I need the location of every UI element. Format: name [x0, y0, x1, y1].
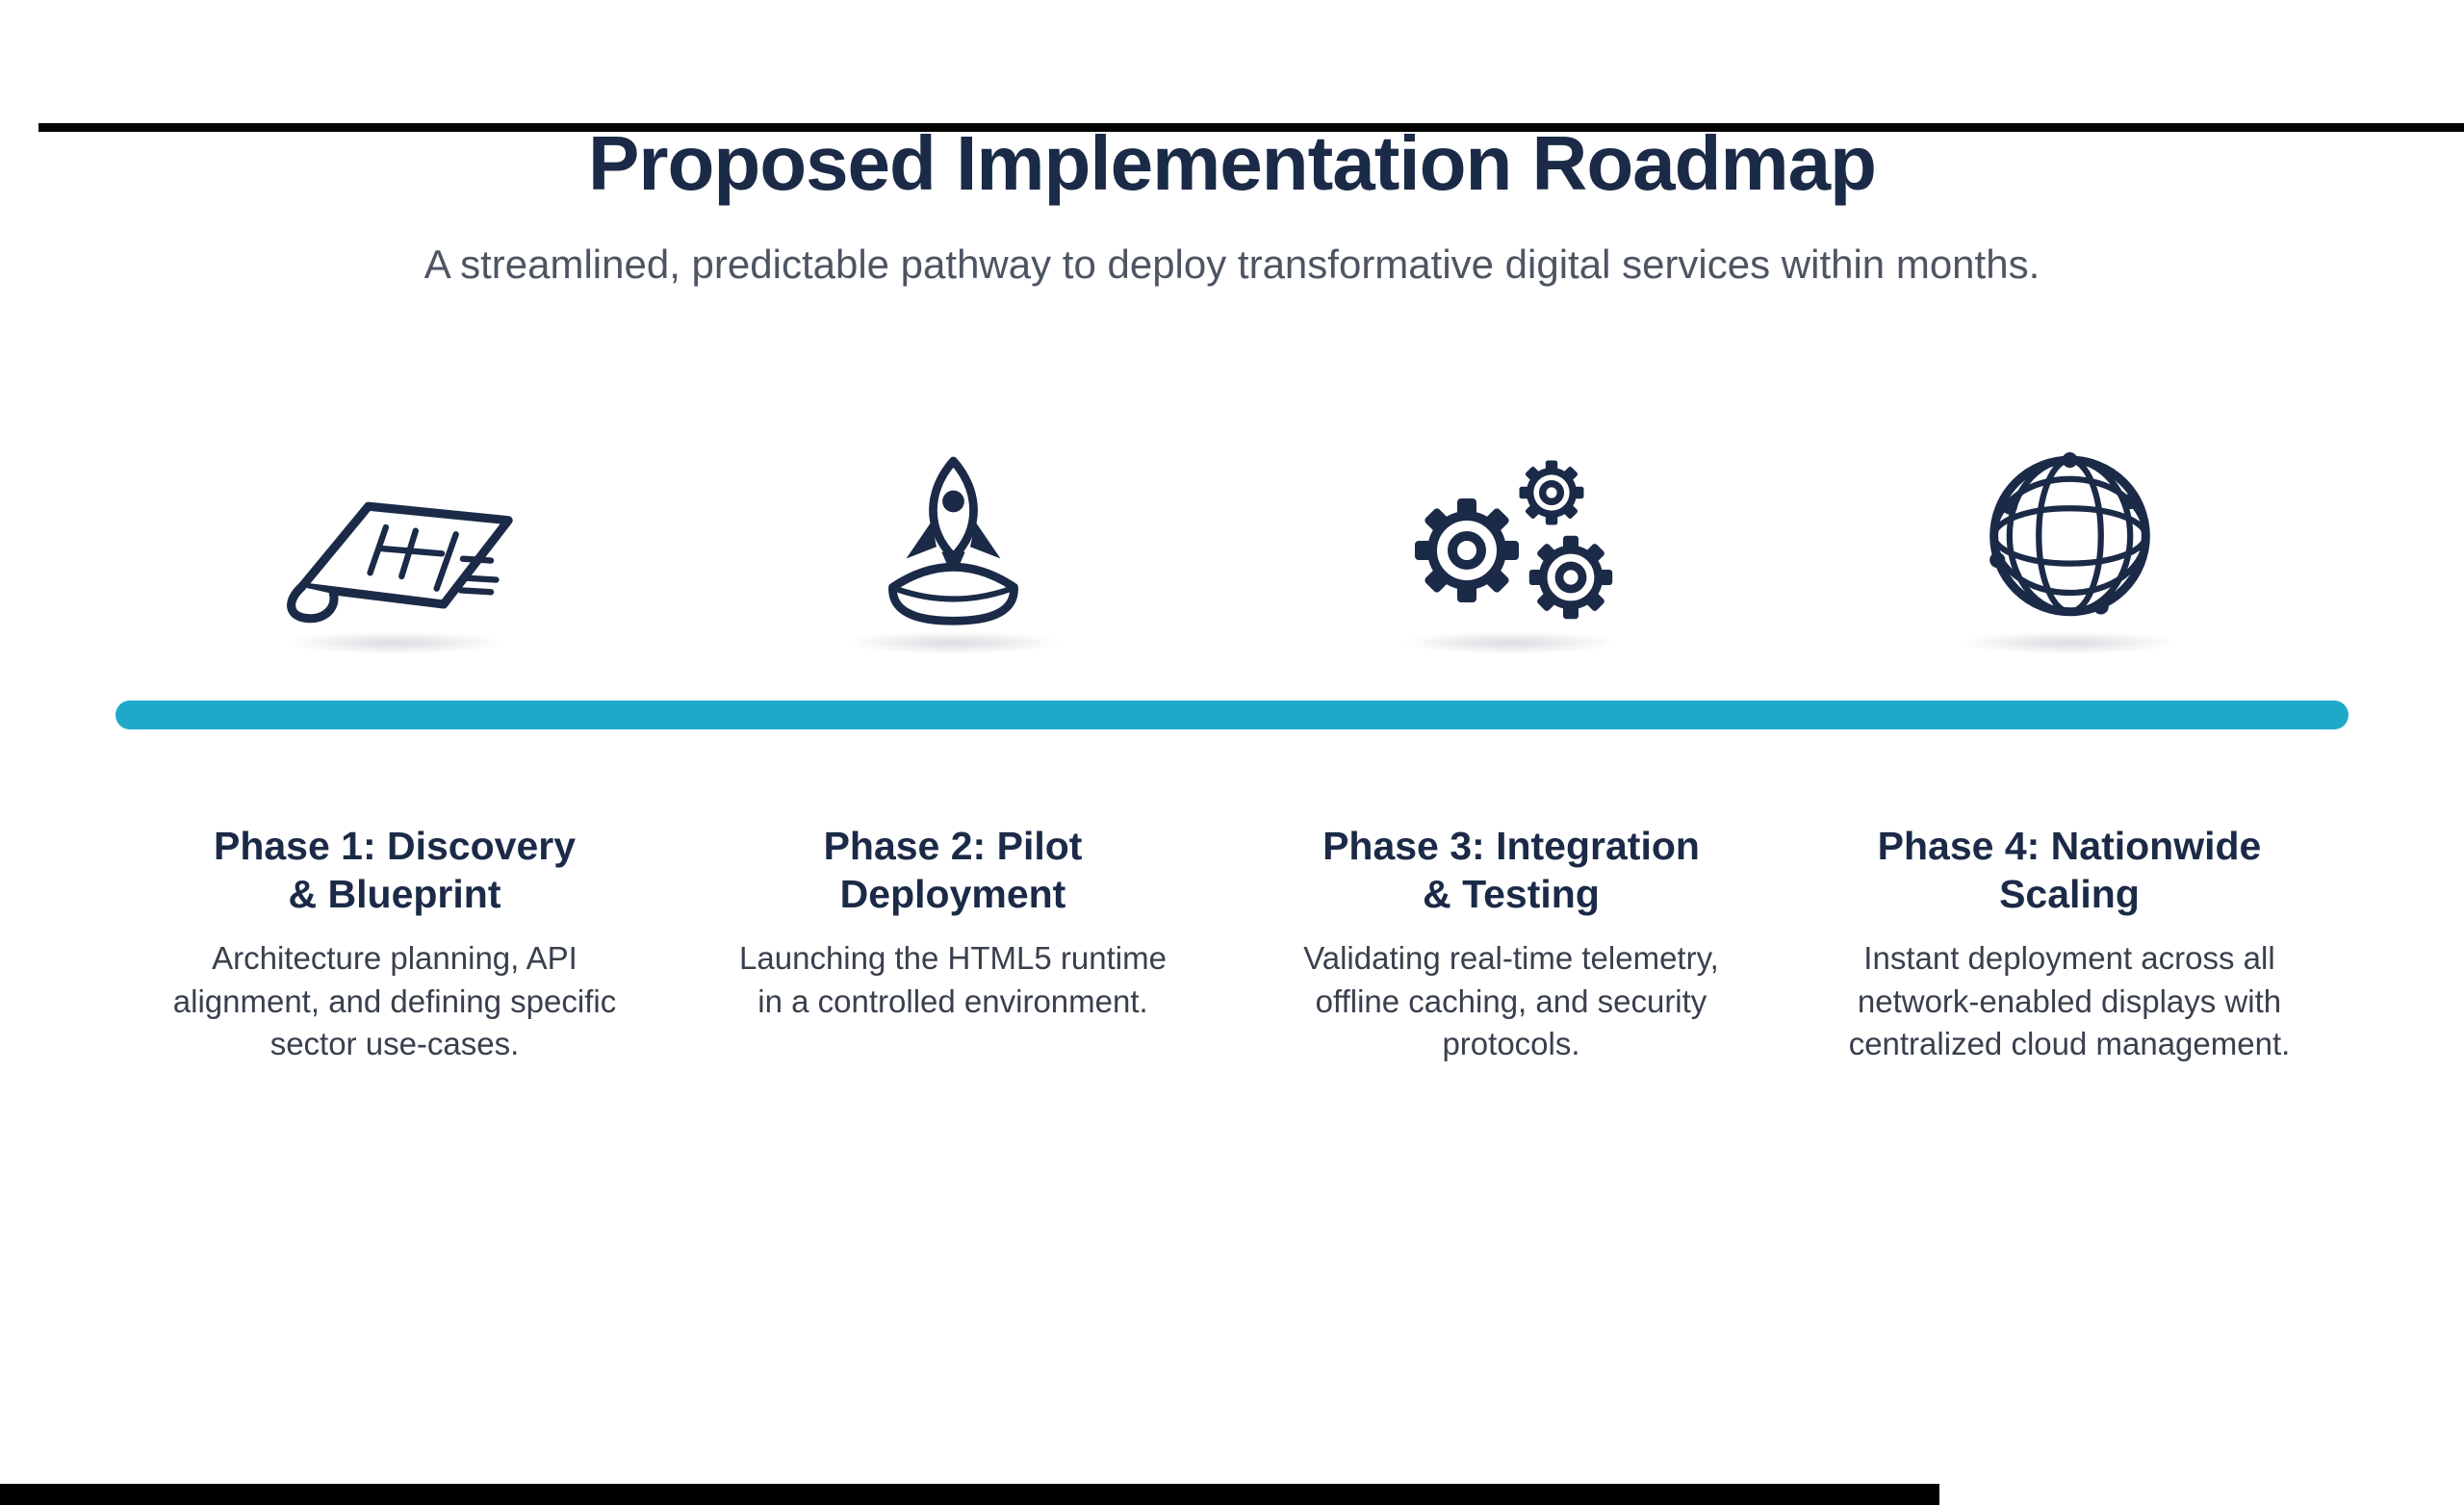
- phase-4-icon-cell: [1790, 396, 2348, 656]
- phase-title-line: & Blueprint: [288, 872, 501, 917]
- roadmap-slide: Proposed Implementation Roadmap A stream…: [0, 123, 2464, 1505]
- icon-shadow: [284, 631, 505, 655]
- phase-2-title: Phase 2: Pilot Deployment: [693, 822, 1213, 918]
- phase-1-title: Phase 1: Discovery & Blueprint: [135, 822, 654, 918]
- phase-title-line: Phase 4: Nationwide: [1877, 824, 2262, 869]
- icon-shadow: [1959, 631, 2180, 655]
- icon-shadow: [1400, 631, 1622, 655]
- phase-3-description: Validating real-time telemetry, offline …: [1303, 940, 1719, 1061]
- blueprint-icon: [287, 502, 513, 624]
- phase-3-card: Phase 3: Integration & Testing Validatin…: [1232, 822, 1790, 1065]
- globe-network-icon: [1989, 452, 2150, 617]
- phase-1-card: Phase 1: Discovery & Blueprint Architect…: [116, 822, 674, 1065]
- phase-2-card: Phase 2: Pilot Deployment Launching the …: [674, 822, 1232, 1065]
- rocket-icon: [887, 457, 1018, 626]
- phase-3-title: Phase 3: Integration & Testing: [1251, 822, 1771, 918]
- phase-3-icon-cell: [1232, 396, 1790, 656]
- phase-1-description: Architecture planning, API alignment, an…: [172, 940, 617, 1061]
- phase-4-title: Phase 4: Nationwide Scaling: [1810, 822, 2329, 918]
- phase-2-description: Launching the HTML5 runtime in a control…: [739, 940, 1167, 1019]
- bottom-border-bar: [0, 1484, 1939, 1505]
- phase-title-line: Phase 1: Discovery: [213, 824, 577, 869]
- phases-row: Phase 1: Discovery & Blueprint Architect…: [116, 822, 2348, 1065]
- phase-4-card: Phase 4: Nationwide Scaling Instant depl…: [1790, 822, 2348, 1065]
- phase-4-description: Instant deployment across all network-en…: [1848, 940, 2291, 1061]
- gears-icon: [1415, 460, 1613, 620]
- timeline-bar: [116, 701, 2348, 730]
- top-border-line: [38, 123, 2464, 132]
- phase-title-line: Phase 2: Pilot: [823, 824, 1083, 869]
- slide-subtitle: A streamlined, predictable pathway to de…: [424, 242, 2040, 287]
- phase-2-icon-cell: [674, 396, 1232, 656]
- phase-1-icon-cell: [116, 396, 674, 656]
- icon-shadow: [842, 631, 1064, 655]
- phase-icons-row: [116, 396, 2348, 656]
- phase-title-line: & Testing: [1423, 872, 1600, 917]
- slide-title: Proposed Implementation Roadmap: [587, 120, 1877, 206]
- phase-title-line: Scaling: [1999, 872, 2140, 917]
- phase-title-line: Deployment: [839, 872, 1066, 917]
- phase-title-line: Phase 3: Integration: [1322, 824, 1700, 869]
